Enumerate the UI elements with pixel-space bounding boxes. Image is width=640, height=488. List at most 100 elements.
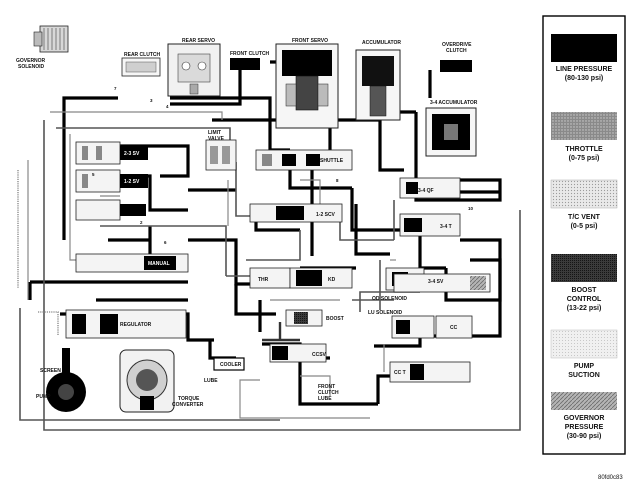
- legend-label-line-pressure: LINE PRESSURE: [556, 66, 613, 73]
- legend-swatch-boost-control: [551, 254, 617, 282]
- label-boost: BOOST: [326, 316, 344, 322]
- governor-solenoid: [33, 25, 69, 53]
- label-num-2: 2: [140, 220, 143, 225]
- label-3-4-sv: 3-4 SV: [428, 279, 444, 285]
- rear-servo: [167, 43, 221, 97]
- legend-label-boost-control-1: BOOST: [572, 287, 598, 294]
- label-front-clutch-lube-3: LUBE: [318, 396, 332, 402]
- label-2-3-sv: 2-3 SV: [124, 151, 140, 157]
- legend-label-pump-suction-1: PUMP: [574, 363, 595, 370]
- label-front-servo: FRONT SERVO: [292, 38, 328, 44]
- label-manual: MANUAL: [148, 261, 170, 267]
- valve-2-3-shift: [75, 141, 148, 165]
- manual-valve: [75, 253, 189, 273]
- valve-3-4-timing: [399, 213, 461, 237]
- shuttle-valve: [255, 149, 353, 171]
- label-front-clutch-lube-1: FRONT: [318, 384, 335, 390]
- label-governor-solenoid-2: SOLENOID: [18, 64, 45, 70]
- label-cooler: COOLER: [220, 362, 242, 368]
- label-rear-clutch: REAR CLUTCH: [124, 52, 160, 58]
- legend-range-tc-vent: (0-5 psi): [571, 223, 598, 230]
- label-lube: LUBE: [204, 378, 218, 384]
- legend-label-throttle: THROTTLE: [565, 146, 603, 153]
- legend-swatch-throttle: [551, 112, 617, 140]
- legend-label-governor-pressure-1: GOVERNOR: [564, 415, 605, 422]
- accumulator: [355, 49, 401, 121]
- component-labels: GOVERNOR SOLENOID REAR CLUTCH REAR SERVO…: [16, 38, 478, 408]
- legend-swatch-pump-suction: [550, 329, 618, 359]
- label-regulator: REGULATOR: [120, 322, 152, 328]
- valve-3-4-quick-fill: [399, 177, 461, 199]
- label-num-3: 3: [150, 98, 153, 103]
- suction-circuits: [17, 170, 59, 336]
- accumulator-3-4: [425, 107, 477, 157]
- label-accumulator: ACCUMULATOR: [362, 40, 401, 46]
- label-overdrive: OVERDRIVE: [442, 42, 472, 48]
- label-shuttle: SHUTTLE: [320, 158, 344, 164]
- rear-clutch: [121, 57, 161, 77]
- throttle-valve: [249, 267, 291, 289]
- label-cc-t: CC T: [394, 370, 406, 376]
- vent-circuits: [27, 111, 421, 419]
- valve-3-4-shift: [393, 273, 491, 293]
- legend-label-pump-suction-2: SUCTION: [568, 372, 600, 379]
- label-num-8: 8: [336, 178, 339, 183]
- label-rear-servo: REAR SERVO: [182, 38, 215, 44]
- legend-range-boost-control: (13-22 psi): [567, 305, 602, 312]
- label-num-10: 10: [468, 206, 474, 211]
- label-torque: TORQUE: [178, 396, 200, 402]
- label-front-clutch-lube-2: CLUTCH: [318, 390, 339, 396]
- legend-swatch-governor-pressure: [551, 392, 617, 410]
- valve-row-lower: [75, 199, 146, 221]
- valve-1-2-shift: [75, 169, 148, 193]
- legend-swatch-tc-vent: [550, 179, 618, 209]
- overdrive-clutch: [440, 60, 472, 72]
- cooler-box: [213, 357, 245, 371]
- label-1-2-scv: 1-2 SCV: [316, 212, 336, 218]
- label-num-7: 7: [114, 86, 117, 91]
- label-kd: KD: [328, 277, 336, 283]
- label-3-4-qf: 3-4 QF: [418, 188, 434, 194]
- label-od-solenoid: OD SOLENOID: [372, 296, 407, 302]
- boost-circuits: [262, 322, 300, 342]
- label-converter: CONVERTER: [172, 402, 204, 408]
- label-cc: CC: [450, 325, 458, 331]
- legend-panel: LINE PRESSURE (80-130 psi) THROTTLE (0-7…: [542, 15, 626, 455]
- label-valve: VALVE: [208, 136, 225, 142]
- cc-valve: [435, 315, 473, 339]
- label-limit: LIMIT: [208, 130, 221, 136]
- ccsv-valve: [269, 343, 327, 363]
- label-3-4-accumulator: 3-4 ACCUMULATOR: [430, 100, 478, 106]
- kickdown-valve: [289, 267, 353, 289]
- label-1-2-sv: 1-2 SV: [124, 179, 140, 185]
- label-governor-solenoid: GOVERNOR: [16, 58, 46, 64]
- legend-swatch-line-pressure: [551, 34, 617, 62]
- label-3-4-t: 3-4 T: [440, 224, 452, 230]
- pump: [46, 348, 86, 412]
- legend-range-throttle: (0-75 psi): [569, 155, 600, 162]
- limit-valve: [205, 139, 237, 171]
- legend-range-line-pressure: (80-130 psi): [565, 75, 604, 82]
- front-servo: [275, 43, 339, 129]
- legend-label-governor-pressure-2: PRESSURE: [565, 424, 604, 431]
- label-num-4: 4: [166, 104, 169, 109]
- legend-range-governor-pressure: (30-90 psi): [567, 433, 602, 440]
- legend-label-boost-control-2: CONTROL: [567, 296, 602, 303]
- label-screen: SCREEN: [40, 368, 61, 374]
- label-lu-solenoid: LU SOLENOID: [368, 310, 403, 316]
- torque-converter: [119, 349, 175, 413]
- label-num-6: 6: [164, 240, 167, 245]
- legend-label-tc-vent: T/C VENT: [568, 214, 601, 221]
- label-overdrive-clutch: CLUTCH: [446, 48, 467, 54]
- front-clutch: [230, 58, 260, 70]
- cc-t-valve: [389, 361, 471, 383]
- lu-solenoid-block: [391, 315, 435, 339]
- label-ccsv: CCSV: [312, 352, 327, 358]
- reference-code: 80fd0c83: [598, 475, 623, 481]
- label-thr: THR: [258, 277, 269, 283]
- label-num-5: 5: [92, 172, 95, 177]
- boost-valve: [285, 309, 323, 327]
- label-front-clutch: FRONT CLUTCH: [230, 51, 270, 57]
- label-pump: PUMP: [36, 394, 51, 400]
